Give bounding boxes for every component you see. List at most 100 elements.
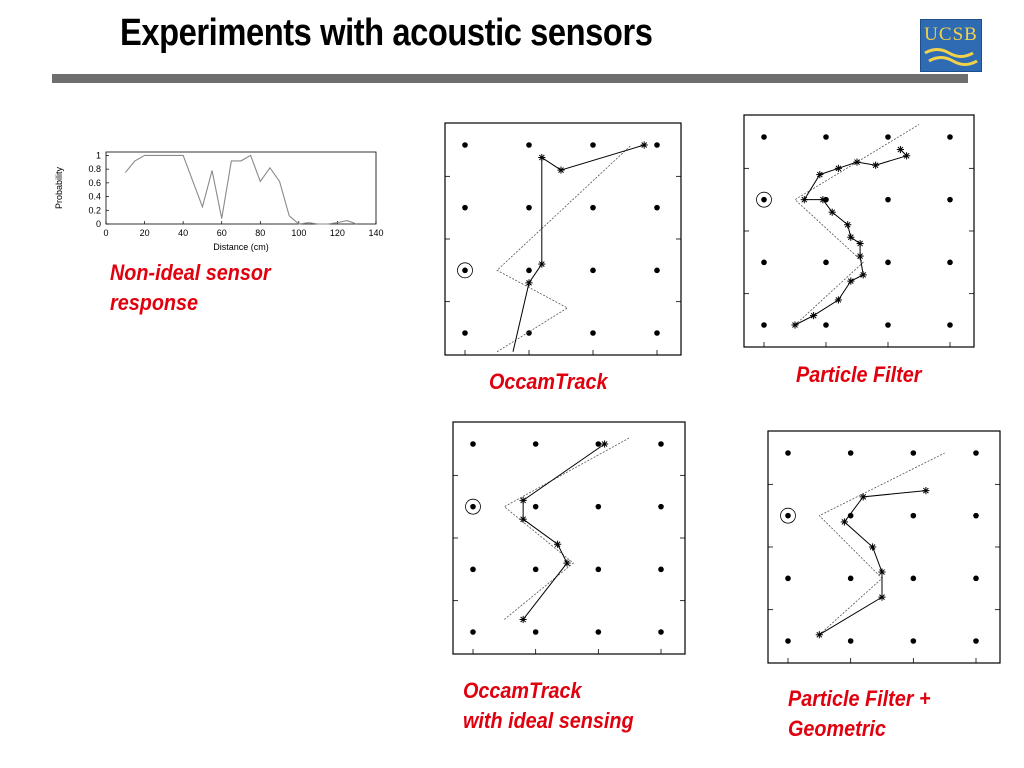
caption-sensor-line1: Non-ideal sensor [110, 260, 271, 285]
particle-filter-plot [743, 114, 975, 348]
sensor-dot [532, 566, 539, 573]
estimate-point [844, 221, 852, 229]
slide-title: Experiments with acoustic sensors [120, 12, 653, 54]
sensor-dot [532, 629, 539, 635]
estimate-point [810, 312, 818, 320]
estimate-point [896, 145, 904, 154]
y-tick-label: 0.6 [88, 178, 101, 188]
estimate-point [640, 141, 648, 149]
title-underline [52, 74, 968, 83]
estimate-point [872, 161, 880, 169]
estimate-point [819, 196, 827, 204]
sensor-dot [823, 322, 829, 328]
sensor-dot [885, 134, 891, 140]
sensor-dot [470, 566, 476, 573]
estimated-path-line [512, 144, 645, 352]
estimate-point [791, 321, 799, 329]
estimate-point [878, 568, 886, 576]
sensor-dot [785, 512, 791, 519]
sensor-dot [973, 450, 979, 456]
caption-sensor-line2: response [110, 290, 199, 315]
caption-particle-geometric-line1: Particle Filter + [788, 686, 931, 711]
sensor-dot [470, 441, 476, 447]
y-tick-label: 0 [96, 219, 101, 229]
estimate-point [856, 252, 864, 260]
sensor-dot [785, 575, 791, 582]
estimate-point [525, 279, 533, 287]
ucsb-logo: UCSB [920, 19, 982, 72]
x-axis-label: Distance (cm) [213, 242, 269, 252]
x-tick-label: 80 [255, 228, 265, 238]
sensor-dot [973, 638, 979, 644]
sensor-dot [823, 259, 829, 266]
sensor-dot [910, 450, 917, 456]
sensor-dot [847, 512, 854, 519]
sensor-dot [462, 267, 468, 274]
sensor-dot [595, 503, 602, 510]
caption-particle-geometric-line2: Geometric [788, 716, 886, 741]
sensor-dot [462, 330, 468, 336]
estimate-point [519, 515, 527, 523]
target-sensor-ring [465, 498, 481, 515]
sensor-dot [462, 142, 468, 148]
caption-particle-geometric: Particle Filter + Geometric [788, 684, 931, 744]
logo-waves-icon [924, 48, 978, 66]
sensor-dot [470, 503, 476, 510]
plot-frame [452, 421, 686, 655]
x-tick-label: 40 [178, 228, 188, 238]
target-sensor-ring [780, 507, 796, 524]
estimate-point [847, 277, 855, 285]
caption-occamtrack-ideal-line2: with ideal sensing [463, 708, 634, 733]
sensor-dot [590, 267, 596, 274]
sensor-dot [470, 629, 476, 635]
sensor-dot [595, 441, 602, 447]
sensor-dot [885, 196, 891, 203]
x-tick-label: 120 [330, 228, 345, 238]
sensor-dot [526, 142, 532, 148]
sensor-dot [947, 196, 953, 203]
sensor-dot [761, 259, 767, 266]
sensor-dot [595, 629, 602, 635]
sensor-dot [785, 450, 791, 456]
estimate-point [853, 158, 861, 166]
target-sensor-ring [756, 191, 772, 208]
caption-sensor: Non-ideal sensor response [110, 258, 271, 318]
sensor-dot [595, 566, 602, 573]
estimate-point [519, 496, 527, 504]
estimate-point [878, 593, 886, 601]
sensor-dot [785, 638, 791, 644]
sensor-dot [462, 204, 468, 211]
estimate-point [847, 233, 855, 241]
caption-particle-filter: Particle Filter [796, 362, 922, 387]
sensor-dot [973, 575, 979, 582]
estimate-point [563, 559, 571, 567]
sensor-dot [654, 330, 660, 336]
sensor-dot [947, 134, 953, 140]
target-sensor-ring [457, 262, 473, 279]
plot-frame [767, 430, 1001, 664]
plot-frame [444, 122, 682, 356]
probability-series-line [124, 154, 357, 225]
plot-frame [105, 151, 377, 225]
estimate-point [554, 540, 562, 548]
true-path-line [818, 452, 945, 636]
x-tick-label: 100 [291, 228, 306, 238]
sensor-dot [910, 512, 917, 519]
sensor-dot [654, 142, 660, 148]
sensor-dot [526, 330, 532, 336]
sensor-dot [526, 267, 532, 274]
true-path-line [503, 437, 630, 620]
sensor-dot [847, 450, 854, 456]
y-tick-label: 0.2 [88, 205, 101, 215]
sensor-dot [847, 575, 854, 582]
sensor-dot [532, 441, 539, 447]
estimate-point [922, 487, 930, 495]
occamtrack-plot [444, 122, 682, 356]
sensor-dot [654, 204, 660, 211]
sensor-dot [658, 441, 664, 447]
sensor-dot [910, 575, 917, 582]
estimate-point [856, 239, 864, 248]
y-tick-label: 0.4 [88, 192, 101, 202]
sensor-dot [885, 259, 891, 266]
